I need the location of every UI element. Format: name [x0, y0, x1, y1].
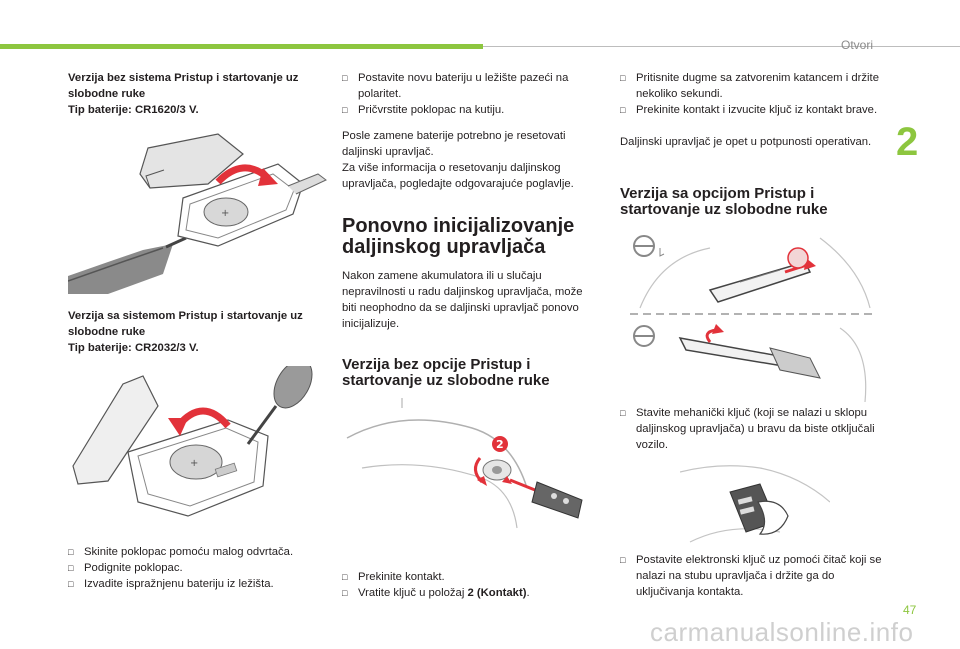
battery-type-block-1: Verzija bez sistema Pristup i startovanj…	[68, 70, 328, 118]
list-item: □Prekinite kontakt i izvucite ključ iz k…	[620, 104, 878, 116]
list-item: □Postavite elektronski ključ uz pomoći č…	[620, 554, 882, 598]
key-reader-illustration	[680, 465, 830, 543]
list-item: □Izvadite ispražnjenu bateriju iz ležišt…	[68, 578, 274, 590]
svg-text:+: +	[221, 208, 229, 219]
block2-heading-line2: slobodne ruke	[68, 326, 146, 338]
square-bullet-icon: □	[620, 105, 626, 115]
square-bullet-icon: □	[342, 588, 348, 598]
square-bullet-icon: □	[620, 408, 626, 418]
chapter-number: 2	[896, 120, 919, 164]
block1-heading-line2: slobodne ruke	[68, 88, 146, 100]
remote-key-battery-illustration-1: +	[68, 133, 327, 294]
list-item: □Pričvrstite poklopac na kutiju.	[342, 104, 505, 116]
square-bullet-icon: □	[68, 579, 74, 589]
square-bullet-icon: □	[342, 572, 348, 582]
heading-reinitialization: Ponovno inicijalizovanje daljinskog upra…	[342, 215, 575, 258]
reset-paragraph: Posle zamene baterije potrebno je reseto…	[342, 130, 574, 190]
list-item: □Skinite poklopac pomoću malog odvrtača.	[68, 546, 294, 558]
block1-heading-line1: Verzija bez sistema Pristup i startovanj…	[68, 72, 299, 84]
block2-heading-line1: Verzija sa sistemom Pristup i startovanj…	[68, 310, 303, 322]
figure-badge: 2	[496, 438, 504, 451]
list-item: □Postavite novu bateriju u ležište pazeć…	[342, 72, 569, 100]
svg-text:+: +	[190, 458, 198, 469]
square-bullet-icon: □	[620, 555, 626, 565]
watermark: carmanualsonline.info	[650, 617, 914, 647]
list-item: □Prekinite kontakt.	[342, 571, 445, 583]
col3-step-mechanical-key: □Stavite mehanički ključ (koji se nalazi…	[620, 405, 882, 453]
remote-key-battery-illustration-2: +	[72, 366, 313, 517]
list-item: □Stavite mehanički ključ (koji se nalazi…	[620, 407, 875, 451]
col2-steps-top: □Postavite novu bateriju u ležište pazeć…	[342, 70, 597, 118]
col2-steps-bottom: □Prekinite kontakt. □Vratite ključ u pol…	[342, 569, 597, 601]
section-title: Otvori	[841, 38, 874, 52]
list-item: □Vratite ključ u položaj 2 (Kontakt).	[342, 587, 530, 599]
list-item: □Pritisnite dugme sa zatvorenim katancem…	[620, 72, 879, 100]
reinit-paragraph: Nakon zamene akumulatora ili u slučaju n…	[342, 270, 583, 330]
list-item: □Podignite poklopac.	[68, 562, 183, 574]
square-bullet-icon: □	[342, 73, 348, 83]
square-bullet-icon: □	[342, 105, 348, 115]
ignition-key-illustration: 2	[346, 398, 583, 529]
page-number: 47	[903, 603, 917, 617]
door-handle-key-illustration	[624, 232, 872, 402]
heading-version-with-handsfree: Verzija sa opcijom Pristup i startovanje…	[620, 185, 828, 218]
battery-type-block-2: Verzija sa sistemom Pristup i startovanj…	[68, 308, 328, 356]
col3-step-reader: □Postavite elektronski ključ uz pomoći č…	[620, 552, 882, 600]
square-bullet-icon: □	[620, 73, 626, 83]
square-bullet-icon: □	[68, 563, 74, 573]
block1-battery-type: Tip baterije: CR1620/3 V.	[68, 104, 199, 116]
col1-steps: □Skinite poklopac pomoću malog odvrtača.…	[68, 544, 328, 592]
operative-paragraph: Daljinski upravljač je opet u potpunosti…	[620, 136, 872, 148]
col3-steps-top: □Pritisnite dugme sa zatvorenim katancem…	[620, 70, 882, 118]
square-bullet-icon: □	[68, 547, 74, 557]
header-rule	[483, 46, 960, 47]
heading-version-without-handsfree: Verzija bez opcije Pristup i startovanje…	[342, 356, 550, 389]
block2-battery-type: Tip baterije: CR2032/3 V.	[68, 342, 199, 354]
header-accent-bar	[0, 44, 483, 49]
